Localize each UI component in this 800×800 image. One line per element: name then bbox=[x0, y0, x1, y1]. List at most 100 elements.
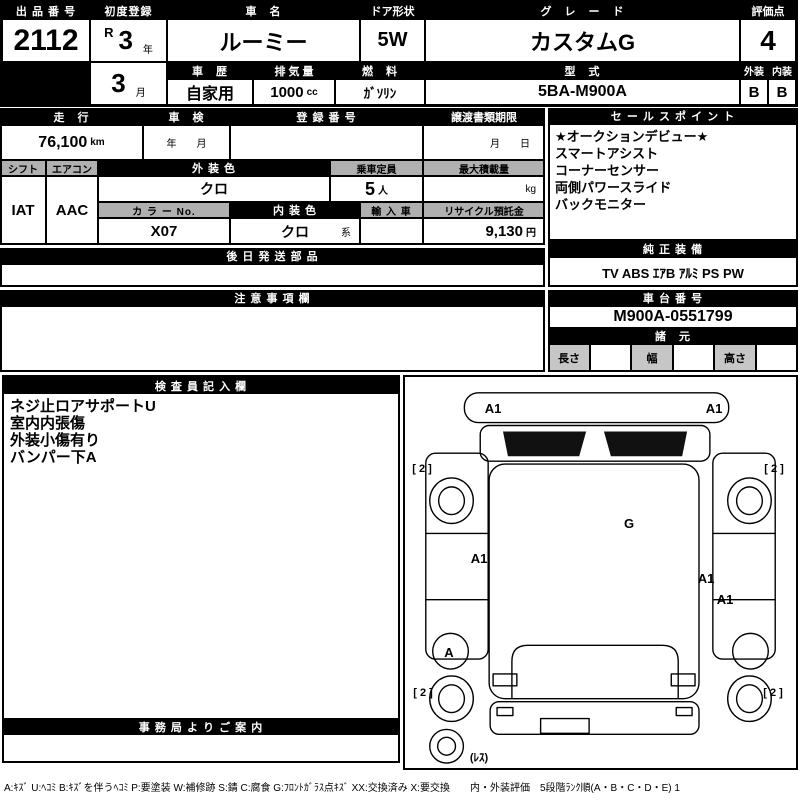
interior-color-value: クロ 系 bbox=[230, 218, 360, 245]
car-name-value: ルーミー bbox=[167, 19, 360, 62]
sales-point-item: スマートアシスト bbox=[555, 146, 659, 161]
sales-point-item: コーナーセンサー bbox=[555, 163, 660, 178]
damage-mark-left-door: A1 bbox=[470, 551, 488, 566]
reg-year-unit: 年 bbox=[142, 45, 153, 56]
shift-value: IAT bbox=[0, 176, 46, 245]
reg-month: 3 bbox=[111, 68, 126, 98]
car-diagram bbox=[425, 392, 776, 764]
inspector-note: ネジ止ロアサポートU bbox=[10, 398, 156, 415]
history-header: 車 歴 bbox=[167, 62, 253, 79]
displacement-number: 1000 bbox=[270, 83, 304, 101]
damage-diagram-box: A1 A1 [ 2 ] [ 2 ] G A1 A1 A1 A [ 2 ] [ 2… bbox=[403, 375, 798, 770]
inspector-header: 検 査 員 記 入 欄 bbox=[4, 377, 398, 394]
auction-number-value: 2112 bbox=[2, 19, 90, 62]
import-header: 輸 入 車 bbox=[360, 202, 423, 218]
later-parts-header: 後 日 発 送 部 品 bbox=[0, 248, 545, 264]
interior-color-header: 内 装 色 bbox=[230, 202, 360, 218]
equipment-value: TV ABS ｴｱB ｱﾙﾐ PS PW bbox=[548, 257, 798, 287]
recycle-number: 9,130 bbox=[485, 223, 523, 240]
spec-height-label: 高さ bbox=[714, 344, 756, 372]
registration-number-header: 登 録 番 号 bbox=[230, 108, 423, 125]
spec-width-label: 幅 bbox=[631, 344, 673, 372]
sales-points-list: ★オークションデビュー★ スマートアシスト コーナーセンサー 両側パワースライド… bbox=[548, 124, 798, 241]
damage-mark-right-quarter-2: A1 bbox=[716, 592, 734, 607]
damage-mark-left-rear-arch: A bbox=[444, 645, 454, 660]
shift-header: シフト bbox=[0, 160, 46, 176]
legend-text: A:ｷｽﾞ U:ﾍｺﾐ B:ｷｽﾞを伴うﾍｺﾐ P:要塗装 W:補修跡 S:錆 … bbox=[4, 783, 680, 794]
max-load-header: 最大積載量 bbox=[423, 160, 545, 176]
score-header: 評価点 bbox=[740, 2, 796, 19]
max-load-value: kg bbox=[423, 176, 545, 202]
office-header: 事 務 局 よ り ご 案 内 bbox=[4, 718, 398, 735]
damage-mark-right-quarter-1: A1 bbox=[697, 571, 715, 586]
chassis-number-header: 車 台 番 号 bbox=[548, 290, 798, 306]
exterior-grade-value: B bbox=[740, 79, 768, 105]
registration-number-value bbox=[230, 125, 423, 160]
exterior-color-value: クロ bbox=[98, 176, 330, 202]
damage-mark-front-right: A1 bbox=[705, 401, 723, 416]
aircon-header: エアコン bbox=[46, 160, 98, 176]
damage-mark-front-left: A1 bbox=[484, 401, 502, 416]
caution-header: 注 意 事 項 欄 bbox=[0, 290, 545, 306]
spec-height-value bbox=[756, 344, 798, 372]
first-registration-header: 初度登録 bbox=[90, 2, 167, 19]
spare-tire-label: (ﾚｽ) bbox=[469, 752, 489, 764]
door-shape-value: 5W bbox=[360, 19, 425, 62]
caution-value bbox=[0, 306, 545, 372]
tire-tread-rear-right: [ 2 ] bbox=[763, 687, 783, 699]
transfer-deadline-header: 譲渡書類期限 bbox=[423, 108, 545, 125]
mileage-unit: km bbox=[90, 137, 105, 148]
inspection-header: 車 検 bbox=[143, 108, 230, 125]
recycle-deposit-value: 9,130 円 bbox=[423, 218, 545, 245]
inspector-note: 外装小傷有り bbox=[10, 432, 101, 449]
reg-year: 3 bbox=[118, 25, 133, 55]
sales-point-item: ★オークションデビュー★ bbox=[555, 129, 709, 144]
auction-number-filler bbox=[2, 62, 90, 105]
sales-point-item: 両側パワースライド bbox=[555, 180, 672, 195]
tire-tread-rear-left: [ 2 ] bbox=[413, 687, 433, 699]
spec-length-label: 長さ bbox=[548, 344, 590, 372]
inspector-note: 室内内張傷 bbox=[10, 415, 86, 432]
car-name-header: 車 名 bbox=[167, 2, 360, 19]
model-code-header: 型 式 bbox=[425, 62, 740, 79]
equipment-header: 純 正 装 備 bbox=[548, 241, 798, 257]
inspection-value: 年 月 bbox=[143, 125, 230, 160]
capacity-header: 乗車定員 bbox=[330, 160, 423, 176]
door-shape-header: ドア形状 bbox=[360, 2, 425, 19]
displacement-header: 排 気 量 bbox=[253, 62, 335, 79]
model-code-value: 5BA-M900A bbox=[425, 79, 740, 105]
fuel-header: 燃 料 bbox=[335, 62, 425, 79]
color-number-value: X07 bbox=[98, 218, 230, 245]
spec-width-value bbox=[673, 344, 714, 372]
mileage-number: 76,100 bbox=[38, 133, 88, 151]
tire-tread-front-right: [ 2 ] bbox=[764, 463, 784, 475]
grade-header: グ レ ー ド bbox=[425, 2, 740, 19]
tire-tread-front-left: [ 2 ] bbox=[412, 463, 432, 475]
transfer-deadline-value: 月 日 bbox=[423, 125, 545, 160]
exterior-color-header: 外 装 色 bbox=[98, 160, 330, 176]
recycle-deposit-header: リサイクル預託金 bbox=[423, 202, 545, 218]
reg-month-unit: 月 bbox=[135, 88, 146, 99]
aircon-value: AAC bbox=[46, 176, 98, 245]
color-number-header: カ ラ ー No. bbox=[98, 202, 230, 218]
history-value: 自家用 bbox=[167, 79, 253, 105]
capacity-unit: 人 bbox=[378, 185, 388, 197]
spec-header: 諸 元 bbox=[548, 328, 798, 344]
sales-points-header: セ ー ル ス ポ イ ン ト bbox=[548, 108, 798, 124]
interior-grade-value: B bbox=[768, 79, 796, 105]
sales-point-item: バックモニター bbox=[555, 197, 647, 212]
displacement-unit: cc bbox=[306, 86, 318, 98]
mileage-header: 走 行 bbox=[0, 108, 143, 125]
score-value: 4 bbox=[740, 19, 796, 62]
interior-color-suffix: 系 bbox=[341, 228, 351, 239]
interior-grade-header: 内装 bbox=[768, 62, 796, 79]
fuel-value: ｶﾞｿﾘﾝ bbox=[335, 79, 425, 105]
first-registration-month: 3 月 bbox=[90, 62, 167, 105]
import-value bbox=[360, 218, 423, 245]
capacity-number: 5 bbox=[364, 178, 375, 199]
later-parts-value bbox=[0, 264, 545, 287]
capacity-value: 5 人 bbox=[330, 176, 423, 202]
mileage-value: 76,100 km bbox=[0, 125, 143, 160]
exterior-grade-header: 外装 bbox=[740, 62, 768, 79]
